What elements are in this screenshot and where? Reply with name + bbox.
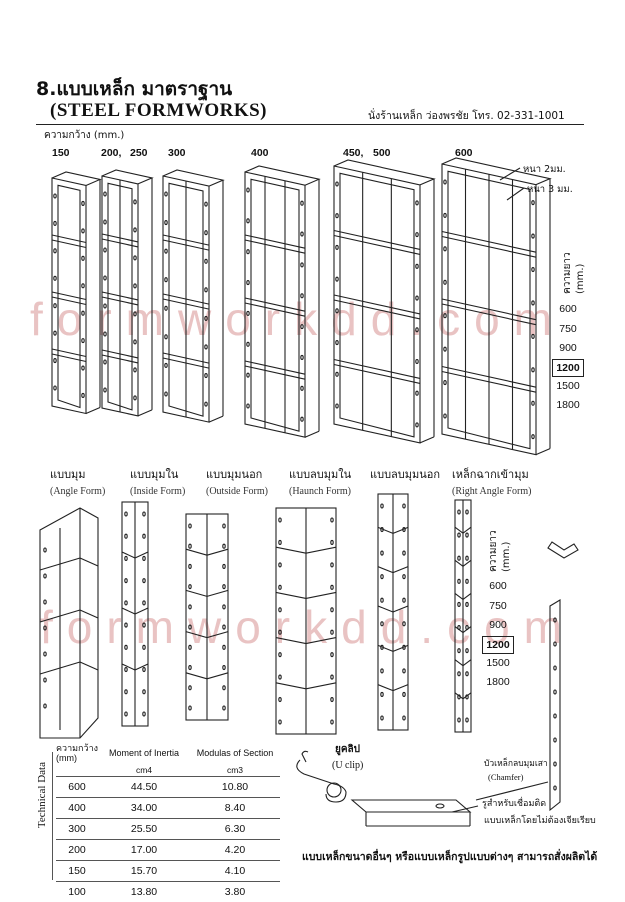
- steel-panel: [52, 172, 100, 413]
- leader-line: [452, 806, 478, 812]
- weld-plate: [352, 800, 470, 826]
- steel-panel: [442, 158, 550, 455]
- steel-panel: [163, 170, 223, 422]
- steel-panel: [102, 170, 152, 416]
- outside-form: [186, 514, 228, 720]
- haunch-form: [276, 508, 336, 734]
- leader-line: [507, 188, 524, 200]
- angle-form: [40, 508, 98, 738]
- u-clip: [297, 751, 346, 802]
- chamfer-section: [548, 542, 578, 558]
- leader-line: [476, 782, 548, 800]
- steel-panel: [245, 166, 319, 437]
- outer-chamfer-form: [378, 494, 408, 730]
- steel-panel: [334, 160, 434, 443]
- right-angle-form: [455, 500, 471, 732]
- inside-form: [122, 502, 148, 726]
